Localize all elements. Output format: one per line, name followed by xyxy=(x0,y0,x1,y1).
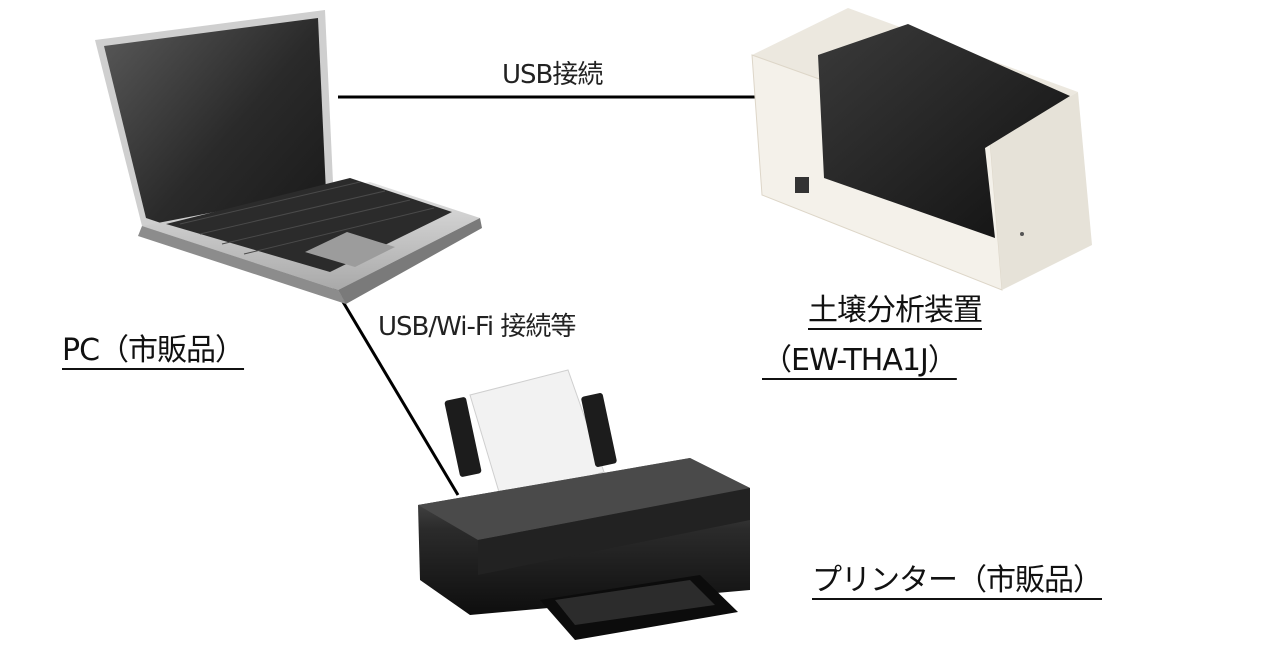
usb-connection-label: USB接続 xyxy=(502,60,603,90)
usb-wifi-connection-line xyxy=(328,279,460,496)
pc-label: PC（市販品） xyxy=(62,333,245,368)
soil-analyzer-icon xyxy=(751,8,1092,291)
printer-icon xyxy=(418,369,750,640)
analyzer-label-line2: （EW-THA1J） xyxy=(762,343,958,378)
laptop-icon xyxy=(95,10,482,304)
printer-label: プリンター（市販品） xyxy=(812,563,1103,598)
analyzer-label-line1: 土壌分析装置 xyxy=(808,293,983,328)
usb-wifi-connection-label: USB/Wi-Fi 接続等 xyxy=(378,312,576,342)
